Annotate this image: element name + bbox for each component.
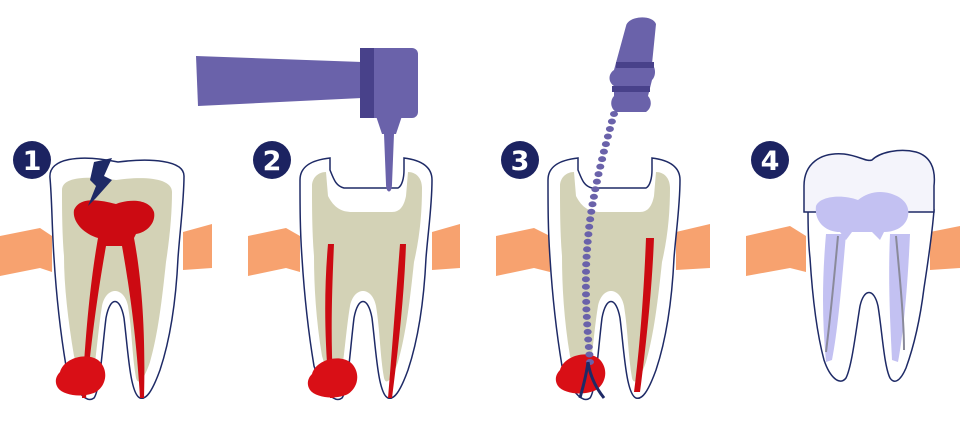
file-shaft-bead [599, 148, 608, 155]
panel-step-1: 1 [0, 141, 212, 401]
root-filling-right [889, 234, 910, 362]
file-shaft-bead [586, 216, 595, 223]
root-canal-right [634, 238, 654, 392]
abscess [55, 356, 106, 396]
root-canal-right [388, 244, 406, 398]
file-tip [578, 361, 590, 399]
drill-bit [384, 134, 394, 192]
core-filling [815, 192, 909, 240]
step-4-badge: 4 [751, 141, 789, 179]
gum-left [496, 228, 550, 276]
panel-step-4: 4 [746, 141, 960, 382]
step-3-badge: 3 [501, 141, 539, 179]
file-handle-ring [612, 86, 650, 92]
step-2-badge: 2 [253, 141, 291, 179]
abscess [555, 354, 606, 394]
gum-left [746, 226, 806, 276]
gum-left [0, 228, 52, 276]
file-shaft-bead [583, 238, 592, 245]
file-shaft-bead [588, 201, 597, 208]
file-shaft-bead [584, 336, 593, 343]
drill-chuck [376, 116, 402, 134]
drill-handle [196, 56, 362, 106]
file-shaft-bead [584, 344, 593, 350]
panel-step-2: 2 [196, 48, 460, 401]
file-shaft-bead [582, 268, 590, 275]
file-shaft-bead [605, 126, 614, 132]
step-1-number: 1 [23, 146, 42, 177]
gum-right [432, 224, 460, 270]
file-handle-ring [616, 62, 654, 68]
crown [803, 149, 936, 213]
file-shaft-bead [582, 313, 591, 320]
gutta-percha-line-right [895, 235, 905, 351]
decay-crack [88, 158, 112, 206]
file-shaft-bead [596, 163, 605, 170]
file-shaft [581, 111, 618, 365]
file-shaft-bead [592, 178, 601, 185]
file-shaft-bead [589, 193, 598, 200]
file-shaft-bead [583, 328, 592, 335]
panel-step-3: 3 [496, 17, 710, 401]
file-shaft-bead [591, 186, 600, 193]
file-shaft-bead [607, 118, 616, 125]
step-4-number: 4 [761, 146, 780, 177]
step-2-number: 2 [263, 146, 282, 177]
file-shaft-bead [581, 283, 590, 290]
file-shaft-bead [582, 298, 591, 305]
drill-head-shade [360, 48, 374, 118]
abscess [307, 358, 358, 398]
file-shaft-bead [582, 306, 591, 313]
gutta-percha-line-left [825, 235, 839, 353]
file-shaft-bead [594, 171, 603, 178]
file-shaft-bead [587, 208, 596, 215]
file-shaft-bead [583, 246, 592, 253]
file-shaft-bead [601, 141, 610, 148]
file-shaft-bead [584, 231, 593, 238]
gum-right [183, 224, 212, 270]
file-shaft-bead [582, 253, 591, 260]
file-shaft-bead [582, 261, 591, 268]
dental-drill [196, 48, 418, 192]
file-shaft-bead [585, 223, 594, 230]
file-shaft-bead [583, 321, 592, 328]
gum-right [676, 224, 710, 270]
pulp-chamber [73, 200, 155, 398]
file-shaft-bead [581, 276, 590, 283]
file-shaft-bead [582, 291, 590, 298]
step-1-badge: 1 [13, 141, 51, 179]
endodontic-file [578, 17, 656, 399]
gum-left [248, 228, 300, 276]
file-shaft-bead [585, 351, 594, 358]
gum-right [930, 226, 960, 270]
file-shaft-bead [598, 156, 607, 163]
drill-head [360, 48, 418, 118]
step-3-number: 3 [511, 146, 530, 177]
file-shaft-bead [603, 133, 612, 140]
file-shaft-bead [610, 111, 618, 117]
